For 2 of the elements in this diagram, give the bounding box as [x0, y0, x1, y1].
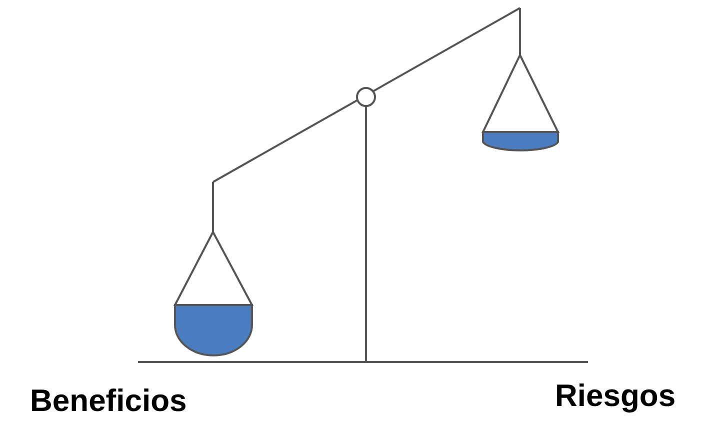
scale-side-label: Riesgos: [555, 380, 676, 411]
scale-side-label: Beneficios: [30, 385, 187, 416]
